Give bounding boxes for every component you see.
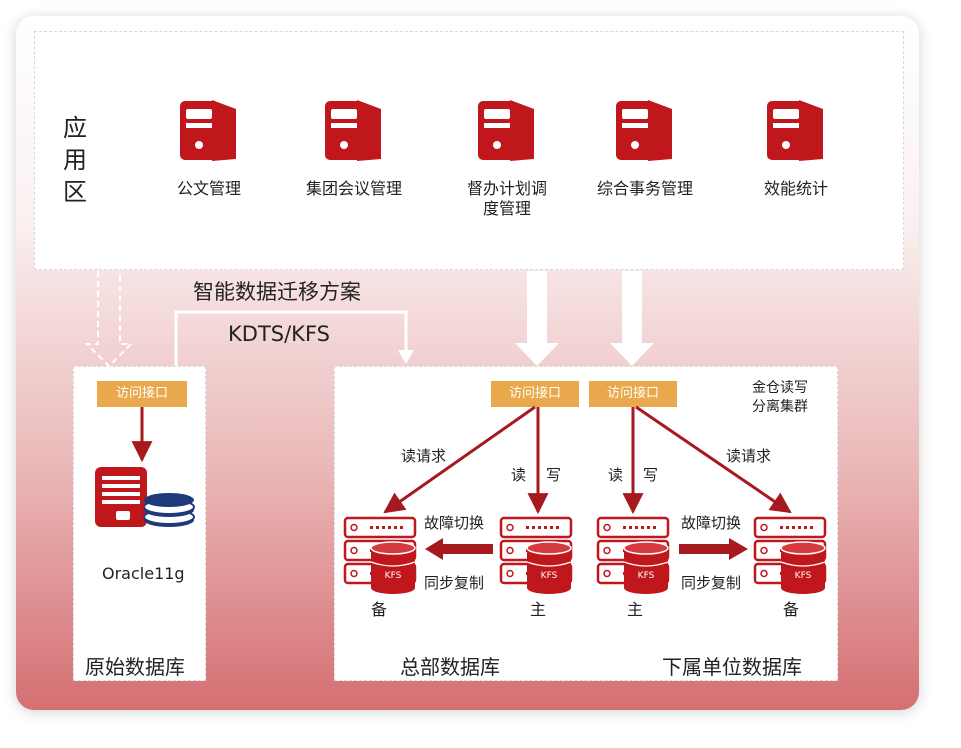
migration-title: 智能数据迁移方案	[193, 280, 361, 304]
hq-database-title: 总部数据库	[400, 655, 500, 679]
app-meeting-management: 集团会议管理	[294, 97, 414, 199]
write-label-sub: 写	[643, 466, 659, 484]
primary-label-sub: 主	[627, 600, 644, 619]
app-document-management: 公文管理	[149, 97, 269, 199]
server-icon	[180, 100, 236, 161]
original-database-title: 原始数据库	[85, 655, 185, 679]
app-label: 综合事务管理	[596, 179, 693, 198]
app-general-affairs: 综合事务管理	[585, 97, 705, 199]
app-label: 公文管理	[176, 179, 241, 198]
migration-tool: KDTS/KFS	[228, 322, 330, 346]
access-interface-badge-hq: 访问接口	[491, 381, 579, 407]
app-label: 效能统计	[763, 179, 828, 198]
write-label-hq: 写	[546, 466, 562, 484]
oracle-label: Oracle11g	[102, 564, 185, 583]
server-icon	[478, 100, 534, 161]
read-request-label-right: 读请求	[726, 447, 772, 465]
server-icon	[616, 100, 672, 161]
app-supervision-management: 督办计划调度管理	[447, 97, 567, 219]
cluster-label-line2: 分离集群	[752, 399, 808, 415]
server-icon	[325, 100, 381, 161]
app-efficiency-statistics: 效能统计	[736, 97, 856, 199]
standby-label-sub: 备	[783, 600, 800, 619]
cluster-label-line1: 金仓读写	[752, 380, 808, 396]
failover-label-sub: 故障切换	[681, 514, 742, 532]
application-zone-title: 应用区	[63, 114, 87, 206]
sync-label-sub: 同步复制	[681, 574, 742, 592]
access-interface-badge: 访问接口	[97, 381, 187, 407]
failover-label-hq: 故障切换	[424, 514, 485, 532]
sync-label-hq: 同步复制	[424, 574, 485, 592]
original-database-box	[73, 366, 206, 681]
read-label-sub: 读	[608, 466, 624, 484]
application-zone	[34, 31, 904, 270]
standby-label-hq: 备	[371, 600, 388, 619]
sub-database-title: 下属单位数据库	[662, 655, 802, 679]
app-label: 督办计划调度管理	[466, 179, 547, 218]
access-interface-badge-sub: 访问接口	[589, 381, 677, 407]
read-label-hq: 读	[511, 466, 527, 484]
primary-label-hq: 主	[530, 600, 547, 619]
app-label: 集团会议管理	[305, 179, 402, 198]
server-icon	[767, 100, 823, 161]
read-request-label-left: 读请求	[401, 447, 447, 465]
